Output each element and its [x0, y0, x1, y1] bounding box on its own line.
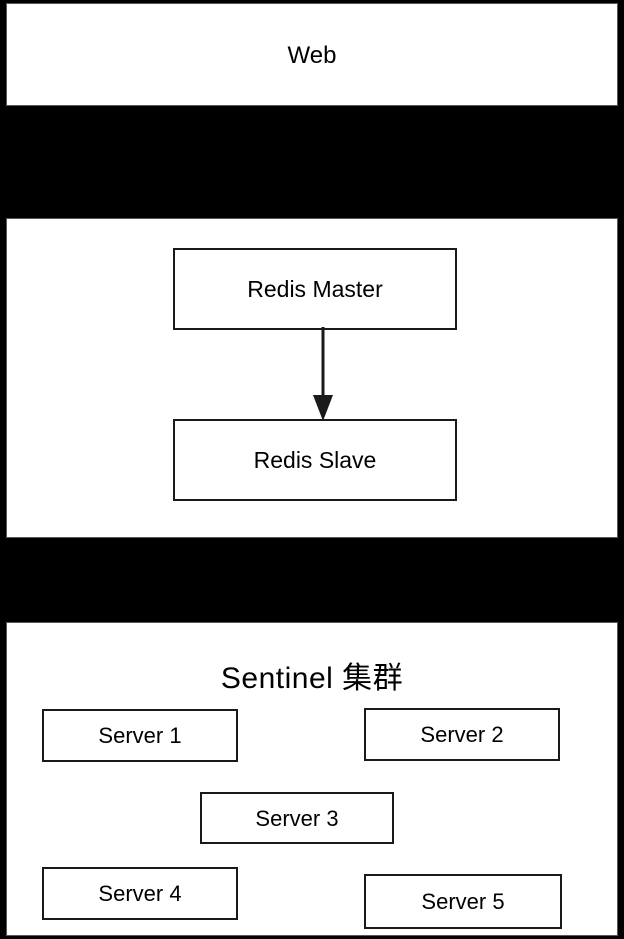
- sentinel-section-title: Sentinel 集群: [220, 662, 404, 695]
- web-section-panel: Web: [6, 3, 618, 106]
- redis-slave-box[interactable]: Redis Slave: [173, 419, 457, 501]
- sentinel-server-1-box[interactable]: Server 1: [42, 709, 238, 762]
- sentinel-server-3-label: Server 3: [255, 805, 339, 831]
- sentinel-server-2-box[interactable]: Server 2: [364, 708, 560, 761]
- sentinel-section-panel: Sentinel 集群 Server 1 Server 2 Server 3 S…: [6, 622, 618, 936]
- redis-master-label: Redis Master: [247, 276, 383, 302]
- redis-master-box[interactable]: Redis Master: [173, 248, 457, 330]
- sentinel-server-2-label: Server 2: [420, 722, 504, 747]
- replication-arrow-icon: [313, 327, 333, 421]
- sentinel-server-3-box[interactable]: Server 3: [200, 792, 394, 844]
- sentinel-server-4-label: Server 4: [98, 881, 182, 906]
- web-section-title: Web: [287, 42, 337, 69]
- sentinel-server-5-box[interactable]: Server 5: [364, 874, 562, 929]
- redis-section-panel: Redis Master Redis Slave: [6, 218, 618, 538]
- redis-slave-label: Redis Slave: [253, 447, 377, 473]
- sentinel-server-5-label: Server 5: [421, 889, 505, 914]
- sentinel-server-4-box[interactable]: Server 4: [42, 867, 238, 920]
- sentinel-server-1-label: Server 1: [98, 723, 182, 748]
